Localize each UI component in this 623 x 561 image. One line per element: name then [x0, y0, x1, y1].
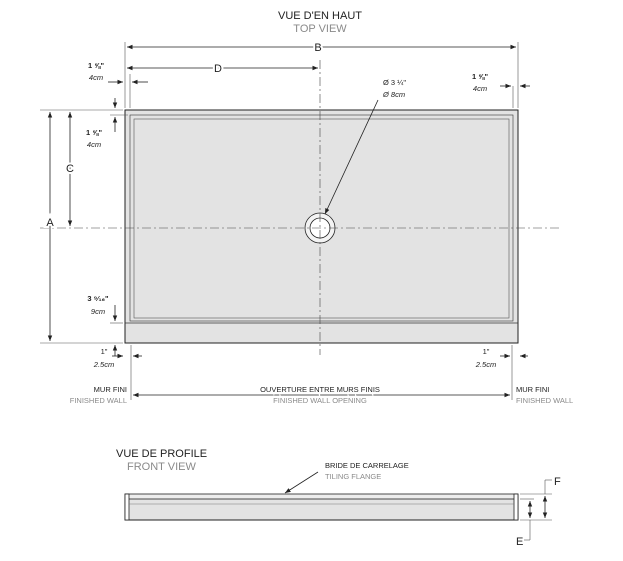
right-wall-gap-in: 1": [483, 347, 490, 356]
drain-callout: Ø 3 ¼" Ø 8cm: [324, 78, 406, 215]
front-base-left-edge: [124, 493, 130, 521]
dimension-label-e: E: [516, 536, 523, 548]
front-view-title-fr: VUE DE PROFILE: [116, 448, 207, 460]
height-dimensions: F E: [516, 476, 561, 548]
drain-size-cm: Ø 8cm: [382, 90, 405, 99]
tiling-flange-callout: BRIDE DE CARRELAGE TILING FLANGE: [284, 461, 409, 494]
dimension-b: B: [124, 40, 519, 108]
top-view-title-fr: VUE D'EN HAUT: [278, 10, 362, 22]
dimension-label-c: C: [66, 163, 74, 175]
front-apron-in: 3 ⁹⁄₁₆": [87, 294, 109, 303]
drain-size-in: Ø 3 ¼": [383, 78, 406, 87]
tiling-flange-label-en: TILING FLANGE: [325, 472, 381, 481]
right-wall-gap-cm: 2.5cm: [475, 360, 496, 369]
base-floor-outline: [133, 118, 510, 319]
shower-base-front: [124, 493, 519, 521]
opening-label-fr: OUVERTURE ENTRE MURS FINIS: [260, 385, 380, 394]
front-tiling-flange: [124, 493, 519, 500]
front-view-title-en: FRONT VIEW: [127, 461, 196, 473]
dimension-label-a: A: [46, 217, 54, 229]
dimension-d: D: [127, 61, 318, 77]
front-base-right-edge: [513, 493, 519, 521]
right-wall-label-fr: MUR FINI: [516, 385, 549, 394]
left-flange-in: 1 ⅝": [88, 61, 105, 70]
front-apron-cm: 9cm: [91, 307, 105, 316]
right-flange-in: 1 ⅝": [472, 72, 489, 81]
left-wall-gap-in: 1": [101, 347, 108, 356]
dimension-a: A: [40, 109, 123, 344]
top-flange-in: 1 ⅝": [86, 128, 103, 137]
dimension-label-d: D: [214, 63, 222, 75]
front-apron-dimension: 3 ⁹⁄₁₆" 9cm: [87, 294, 123, 356]
dimension-label-f: F: [554, 476, 561, 488]
top-flange-cm: 4cm: [87, 140, 101, 149]
dimension-c: C: [64, 112, 76, 226]
left-wall-label-fr: MUR FINI: [94, 385, 127, 394]
shower-base-top: [124, 109, 519, 344]
left-flange-dimension: 1 ⅝" 4cm: [88, 61, 148, 108]
right-wall-gap-dimension: 1" 2.5cm: [475, 347, 528, 369]
finished-wall-opening-dimension: OUVERTURE ENTRE MURS FINIS FINISHED WALL…: [133, 384, 510, 407]
left-wall-gap-cm: 2.5cm: [93, 360, 114, 369]
top-view-title-en: TOP VIEW: [293, 23, 347, 35]
base-flange-inner-line: [129, 114, 514, 322]
right-wall-label-en: FINISHED WALL: [516, 396, 573, 405]
dimension-label-b: B: [314, 42, 321, 54]
front-base-body: [124, 497, 519, 521]
right-flange-dimension: 1 ⅝" 4cm: [472, 72, 530, 108]
top-flange-dimension: 1 ⅝" 4cm: [86, 98, 128, 149]
right-flange-cm: 4cm: [473, 84, 487, 93]
left-wall-gap-dimension: 1" 2.5cm: [93, 347, 142, 369]
opening-label-en: FINISHED WALL OPENING: [273, 396, 367, 405]
left-wall-label-en: FINISHED WALL: [70, 396, 127, 405]
tiling-flange-label-fr: BRIDE DE CARRELAGE: [325, 461, 409, 470]
left-flange-cm: 4cm: [89, 73, 103, 82]
